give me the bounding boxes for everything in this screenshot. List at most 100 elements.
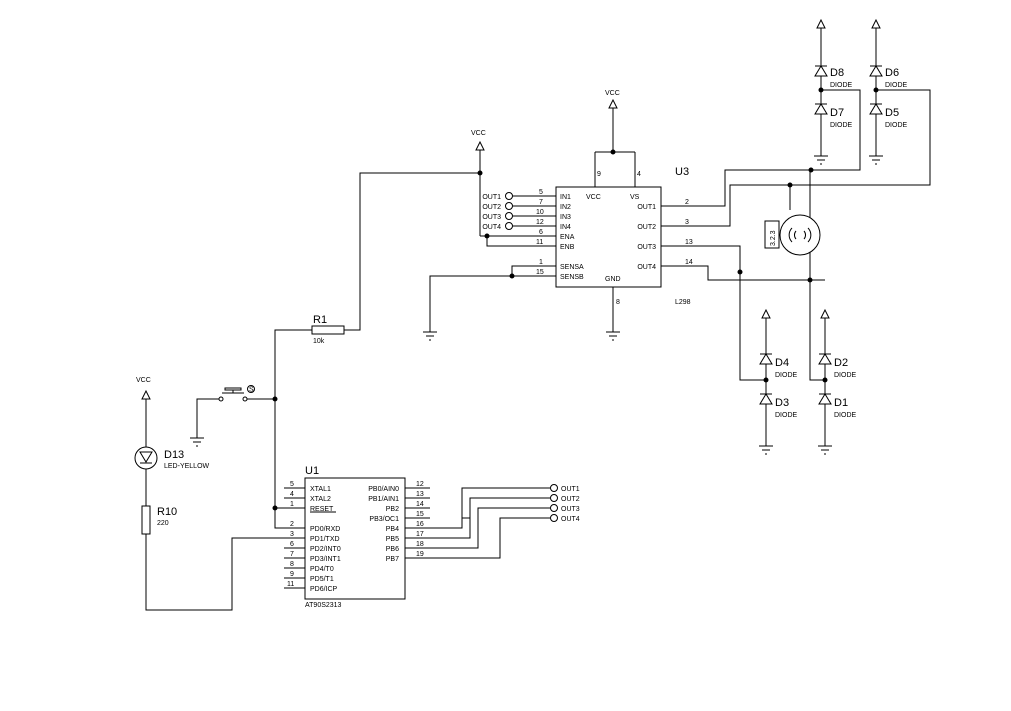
diode-icon — [869, 103, 883, 115]
junction — [272, 396, 278, 402]
port-connector — [550, 494, 558, 502]
u1-pb-wires — [430, 487, 550, 559]
u1-left-pin-numbers: 5 4 1 2 3 6 7 8 9 11 — [287, 481, 294, 588]
junction — [484, 233, 490, 239]
port-label: OUT3 — [482, 214, 501, 221]
diode-ref: D6 — [885, 67, 899, 79]
u3-pin-num: 9 — [597, 171, 601, 178]
r1-ref: R1 — [313, 314, 327, 326]
diode-column-d4-d3: D4 DIODE D3 DIODE — [759, 308, 798, 446]
led-to-pd1-wire — [145, 534, 284, 611]
ground-icon — [606, 331, 620, 341]
u3-pin-num: 15 — [536, 269, 544, 276]
u1-pin-name: PD5/T1 — [310, 576, 334, 583]
u3-input-ports: OUT1 OUT2 OUT3 OUT4 — [482, 192, 530, 231]
vcc-label: VCC — [605, 90, 620, 97]
ground-icon — [818, 445, 832, 455]
u1-pin-name: PD4/T0 — [310, 566, 334, 573]
port-connector — [505, 192, 513, 200]
r10-value: 220 — [157, 520, 169, 527]
u3-driver: U3 L298 5 7 10 12 6 11 1 15 IN1 IN2 IN3 … — [530, 100, 705, 332]
diode-value: DIODE — [885, 82, 908, 89]
diode-ref: D7 — [830, 107, 844, 119]
u3-pin-num: 12 — [536, 219, 544, 226]
u1-pin-num: 16 — [416, 521, 424, 528]
port-connector — [550, 484, 558, 492]
u1-right-pin-names: PB0/AIN0 PB1/AIN1 PB2 PB3/OC1 PB4 PB5 PB… — [368, 486, 399, 563]
u1-pin-num: 9 — [290, 571, 294, 578]
u1-pin-num: 6 — [290, 541, 294, 548]
diode-ref: D8 — [830, 67, 844, 79]
junction — [509, 273, 515, 279]
r10-body — [141, 505, 151, 535]
ground-symbols — [190, 155, 883, 455]
u3-pin-name: VS — [630, 194, 640, 201]
u3-pin-num: 8 — [616, 299, 620, 306]
diode-column-d6-d5: D6 DIODE D5 DIODE — [869, 18, 908, 156]
diode-icon — [814, 103, 828, 115]
u3-pin-name: SENSB — [560, 274, 584, 281]
u1-pin-num: 2 — [290, 521, 294, 528]
u1-pin-name: PB7 — [386, 556, 399, 563]
u1-right-pin-lines — [405, 487, 430, 559]
u1-left-pin-lines — [284, 487, 305, 589]
port-label: OUT2 — [561, 496, 580, 503]
u1-pin-name: PB4 — [386, 526, 399, 533]
port-label: OUT2 — [482, 204, 501, 211]
u3-pin-name: SENSA — [560, 264, 584, 271]
supply-arrow-icon — [820, 308, 830, 319]
port-label: OUT3 — [561, 506, 580, 513]
port-connector — [550, 514, 558, 522]
u1-pin-name: PB5 — [386, 536, 399, 543]
u1-pin-name: XTAL1 — [310, 486, 331, 493]
port-connector — [505, 222, 513, 230]
u3-left-pin-numbers: 5 7 10 12 6 11 1 15 — [536, 189, 544, 276]
u3-pin-num: 1 — [539, 259, 543, 266]
u1-pin-name: PB6 — [386, 546, 399, 553]
u1-pin-name: PD0/RXD — [310, 526, 340, 533]
ground-icon — [190, 437, 204, 447]
vcc-enable: VCC — [471, 130, 486, 155]
switch-mark: S — [249, 387, 254, 394]
reset-pushbutton: S — [218, 385, 255, 402]
u1-pin-name: PD2/INT0 — [310, 546, 341, 553]
u3-top-pin-lines — [594, 100, 636, 187]
u1-pin-num: 11 — [287, 581, 294, 588]
stepper-motor: 3.2.3 — [764, 214, 821, 256]
switch-mark-icon — [247, 385, 255, 393]
ground-icon — [423, 331, 437, 341]
reset-wires — [196, 172, 480, 529]
diode-icon — [869, 65, 883, 77]
junction — [808, 167, 814, 173]
ground-icon — [759, 445, 773, 455]
u3-pin-num: 7 — [539, 199, 543, 206]
u1-pin-num: 19 — [416, 551, 424, 558]
u3-pin-name: IN1 — [560, 194, 571, 201]
u3-value: L298 — [675, 299, 691, 306]
u1-ref: U1 — [305, 465, 319, 477]
u1-body — [304, 477, 406, 600]
u1-pin-num: 13 — [416, 491, 424, 498]
u3-right-pin-numbers: 2 3 13 14 — [685, 199, 693, 266]
junction — [737, 269, 743, 275]
diode-icon — [818, 393, 832, 405]
diode-value: DIODE — [830, 82, 853, 89]
u3-pin-name: ENB — [560, 244, 575, 251]
ground-icon — [814, 155, 828, 165]
diode-icon — [759, 353, 773, 365]
diode-ref: D2 — [834, 357, 848, 369]
u3-pin-num: 13 — [685, 239, 693, 246]
u3-pin-name: IN4 — [560, 224, 571, 231]
u3-pin-name: ENA — [560, 234, 575, 241]
junction — [610, 149, 616, 155]
vcc-u3: VCC — [605, 90, 620, 115]
u3-pin-name: OUT1 — [637, 204, 656, 211]
u3-pin-name: VCC — [586, 194, 601, 201]
u1-pin-num: 5 — [290, 481, 294, 488]
port-connector — [550, 504, 558, 512]
port-label: OUT4 — [482, 224, 501, 231]
motor-arc-icon — [788, 227, 793, 243]
diode-value: DIODE — [834, 372, 857, 379]
supply-arrow-icon — [761, 308, 771, 319]
u1-pin-name: PD3/INT1 — [310, 556, 341, 563]
